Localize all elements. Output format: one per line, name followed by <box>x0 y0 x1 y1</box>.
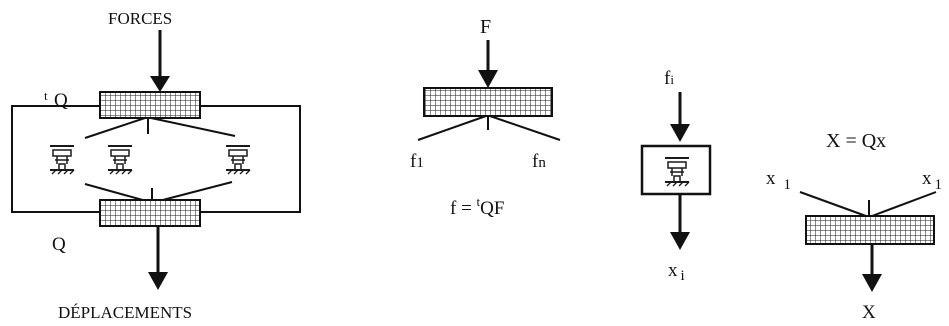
force-distribution-diagram: F f1 fn f = tQF <box>410 16 561 219</box>
x-first-sub: 1 <box>784 177 792 193</box>
element-icon <box>107 145 133 175</box>
f-first-label: f1 <box>410 151 424 172</box>
fan-line <box>417 115 487 141</box>
f-first-sub: 1 <box>416 155 424 171</box>
displacement-grid <box>805 215 935 245</box>
force-equation: f = tQF <box>450 194 504 219</box>
f-last-sub: n <box>538 155 546 171</box>
global-assembly-diagram: FORCES t Q Q DÉPLACEMENTS <box>11 9 301 322</box>
element-input-label: fi <box>664 68 674 89</box>
element-output-main: x <box>668 260 678 281</box>
element-input-sub: i <box>670 72 674 87</box>
element-box <box>640 144 712 196</box>
forces-label: FORCES <box>108 9 172 28</box>
force-equation-lhs: f = <box>450 198 477 219</box>
force-equation-rhs: QF <box>480 198 504 219</box>
f-last-main: f <box>532 151 539 172</box>
fan-line <box>150 117 236 137</box>
element-icon <box>225 145 251 175</box>
forces-arrow-head <box>150 76 170 92</box>
x-last-main: x <box>922 168 932 189</box>
displacements-label: DÉPLACEMENTS <box>58 303 192 322</box>
transpose-q-grid <box>99 91 201 119</box>
element-output-sub: i <box>681 268 685 284</box>
displacement-output-label: X <box>862 302 876 323</box>
force-input-arrow-head <box>478 70 498 88</box>
displacement-equation: X = Qx <box>826 130 886 152</box>
fan-line <box>84 117 146 139</box>
element-input-arrow-head <box>670 124 690 142</box>
q-label: Q <box>52 234 66 255</box>
f-last-label: fn <box>532 151 546 172</box>
x-last-sub: 1 <box>935 177 943 193</box>
force-equation-sup: t <box>477 194 481 209</box>
force-input-label: F <box>480 16 491 38</box>
assembly-loop <box>11 105 301 213</box>
displacement-output-arrow-head <box>862 274 882 292</box>
q-grid <box>99 199 201 227</box>
transpose-q-superscript: t <box>44 88 48 103</box>
element-input-main: f <box>664 68 671 89</box>
x-first-main: x <box>766 168 776 189</box>
force-grid <box>423 87 553 117</box>
element-output-arrow-head <box>670 232 690 250</box>
transpose-q-label: Q <box>54 90 68 111</box>
f-first-main: f <box>410 151 417 172</box>
fan-line <box>489 115 561 141</box>
fan-line <box>799 191 867 217</box>
element-icon <box>49 145 75 175</box>
displacements-arrow-head <box>148 272 168 290</box>
fan-line <box>154 181 233 203</box>
fan-line <box>871 191 937 217</box>
